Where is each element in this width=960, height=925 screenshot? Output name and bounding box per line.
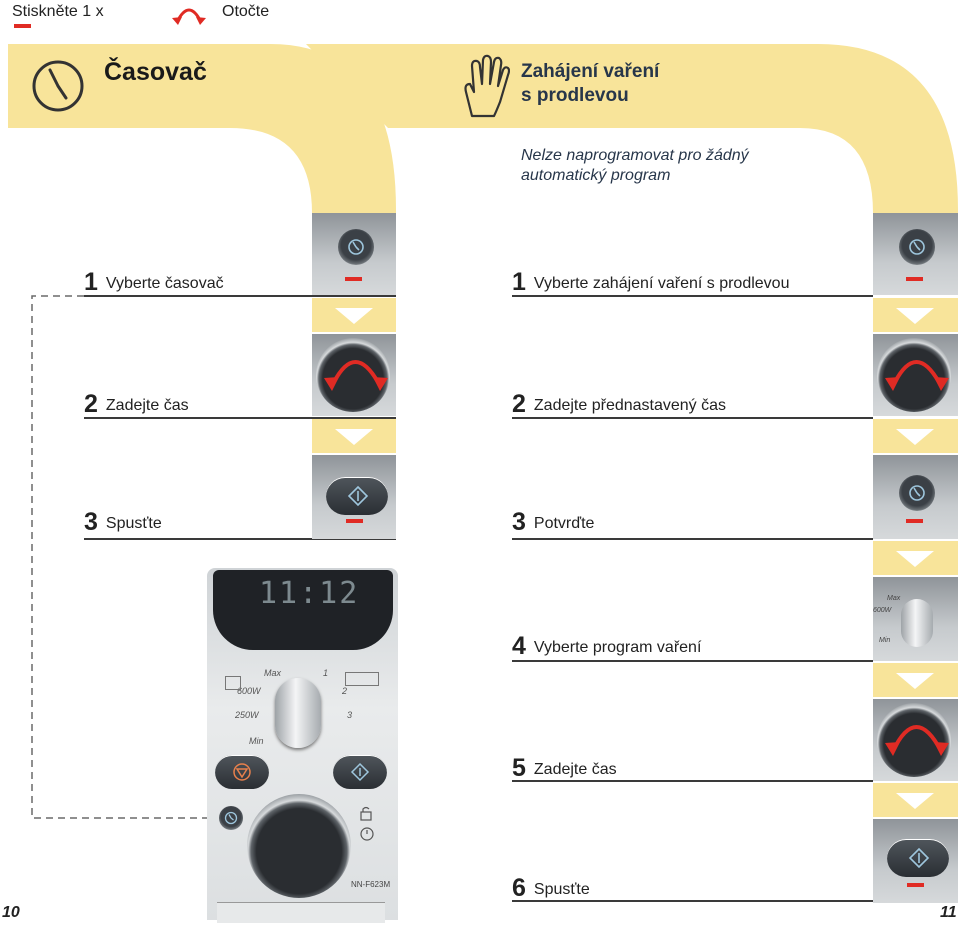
divider bbox=[512, 780, 873, 782]
display-time: 11:12 bbox=[259, 576, 360, 611]
dial-label-min: Min bbox=[249, 736, 264, 746]
dial-photo bbox=[873, 699, 958, 781]
start-button[interactable] bbox=[333, 755, 387, 789]
step-arrow bbox=[896, 673, 934, 689]
divider bbox=[512, 295, 873, 297]
step-arrow bbox=[896, 793, 934, 809]
dial-label-600w: 600W bbox=[237, 686, 261, 696]
rotate-arrow-icon bbox=[172, 8, 206, 25]
note-no-auto-program: Nelze naprogramovat pro žádný automatick… bbox=[521, 147, 749, 184]
display: 11:12 bbox=[213, 570, 393, 650]
press-once-symbol bbox=[14, 24, 31, 28]
combi-icon bbox=[345, 672, 379, 686]
lock-icon bbox=[360, 806, 374, 841]
divider bbox=[512, 900, 873, 902]
connector-line bbox=[31, 295, 224, 819]
divider bbox=[84, 417, 396, 419]
power-dial[interactable] bbox=[275, 678, 321, 748]
page-title-timer: Časovač bbox=[104, 58, 207, 86]
rotate-arrow-icon bbox=[324, 360, 388, 391]
dial-label-250w: 250W bbox=[235, 710, 259, 720]
timer-button-icon bbox=[909, 239, 925, 255]
clock-icon bbox=[32, 60, 84, 112]
start-icon bbox=[347, 485, 369, 507]
timer-button-photo bbox=[873, 455, 958, 539]
divider bbox=[512, 660, 873, 662]
step-arrow bbox=[896, 308, 934, 324]
page-title-delayed-start: Zahájení vaření s prodlevou bbox=[521, 61, 660, 106]
step-arrow bbox=[896, 429, 934, 445]
start-icon bbox=[908, 847, 930, 869]
legend-rotate: Otočte bbox=[222, 3, 270, 20]
step-arrow bbox=[896, 551, 934, 567]
dial-label-1: 1 bbox=[323, 668, 329, 678]
timer-button-icon bbox=[348, 239, 364, 255]
timer-button-photo bbox=[312, 213, 396, 295]
dial-label-max: Max bbox=[264, 668, 282, 678]
divider bbox=[84, 295, 396, 297]
timer-button-photo bbox=[873, 213, 958, 295]
timer-button-icon bbox=[909, 485, 925, 501]
start-icon bbox=[350, 762, 370, 782]
start-button-photo bbox=[312, 455, 396, 539]
model-label: NN-F623M bbox=[351, 880, 391, 889]
page-number-left: 10 bbox=[2, 904, 20, 921]
divider bbox=[84, 538, 396, 540]
legend-press-once: Stiskněte 1 x bbox=[12, 3, 104, 20]
rotate-arrow-icon bbox=[885, 725, 949, 756]
control-panel: 11:12 Max 600W 250W Min 1 2 3 NN-F623M bbox=[207, 568, 398, 923]
timer-button[interactable] bbox=[219, 806, 243, 830]
page-number-right: 11 bbox=[940, 904, 957, 921]
dial-photo bbox=[312, 334, 396, 416]
rotate-arrow-icon bbox=[885, 360, 949, 391]
divider bbox=[512, 538, 873, 540]
timer-dial[interactable] bbox=[247, 794, 351, 898]
step-arrow bbox=[335, 429, 373, 445]
stop-icon bbox=[233, 763, 251, 781]
dial-photo bbox=[873, 334, 958, 416]
panel-base bbox=[217, 902, 385, 923]
grill-icon bbox=[225, 676, 241, 690]
dial-label-3: 3 bbox=[347, 710, 353, 720]
power-dial-photo: Max 600W Min bbox=[873, 577, 958, 661]
dial-label-max: Max bbox=[887, 595, 901, 602]
dial-label-600w: 600W bbox=[873, 607, 892, 614]
divider bbox=[512, 417, 873, 419]
clock-icon bbox=[224, 811, 238, 825]
step-arrow bbox=[335, 308, 373, 324]
hand-icon bbox=[464, 54, 510, 118]
stop-button[interactable] bbox=[215, 755, 269, 789]
start-button-photo bbox=[873, 819, 958, 903]
dial-label-min: Min bbox=[879, 637, 891, 644]
dial-label-2: 2 bbox=[342, 686, 348, 696]
